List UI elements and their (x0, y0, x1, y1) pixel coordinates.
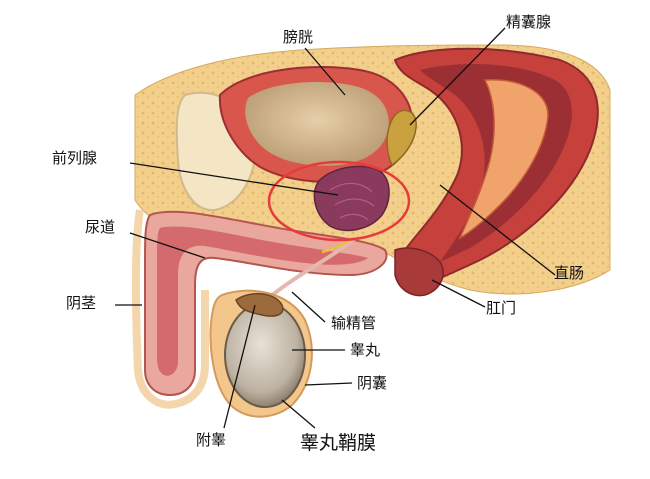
leader-vas-deferens (291, 291, 326, 323)
label-vas-deferens: 输精管 (331, 314, 376, 332)
epididymis-body (235, 293, 284, 317)
seminal-vesicle (386, 109, 417, 167)
label-scrotum: 阴囊 (357, 374, 387, 392)
testis-ball (224, 302, 306, 408)
label-testis: 睾丸 (350, 341, 380, 359)
label-anus: 肛门 (486, 299, 516, 317)
leader-prostate (129, 162, 339, 196)
prostate-texture (329, 182, 375, 221)
leader-rectum (439, 184, 556, 276)
leader-urethra (129, 232, 206, 259)
rectum-lumen (458, 79, 549, 240)
leader-seminal-vesicle (409, 27, 506, 126)
leader-bladder (304, 47, 346, 96)
label-bladder: 膀胱 (283, 28, 313, 46)
label-rectum: 直肠 (554, 264, 584, 282)
prostate-gland (313, 165, 390, 232)
prostate-highlight-ring (267, 160, 411, 242)
label-prostate: 前列腺 (52, 149, 97, 167)
leader-lines (115, 27, 556, 429)
leader-tunica (281, 399, 316, 429)
label-penis: 阴茎 (66, 294, 96, 312)
label-seminal-vesicle: 精囊腺 (506, 13, 551, 31)
leader-anus (431, 279, 486, 308)
leader-scrotum (304, 382, 353, 386)
label-tunica-vaginalis: 睾丸鞘膜 (300, 432, 376, 454)
leader-epididymis (223, 304, 256, 429)
bladder-cavity (245, 82, 389, 166)
label-urethra: 尿道 (85, 218, 115, 236)
label-epididymis: 附睾 (196, 431, 226, 449)
penis-skin (131, 209, 209, 409)
